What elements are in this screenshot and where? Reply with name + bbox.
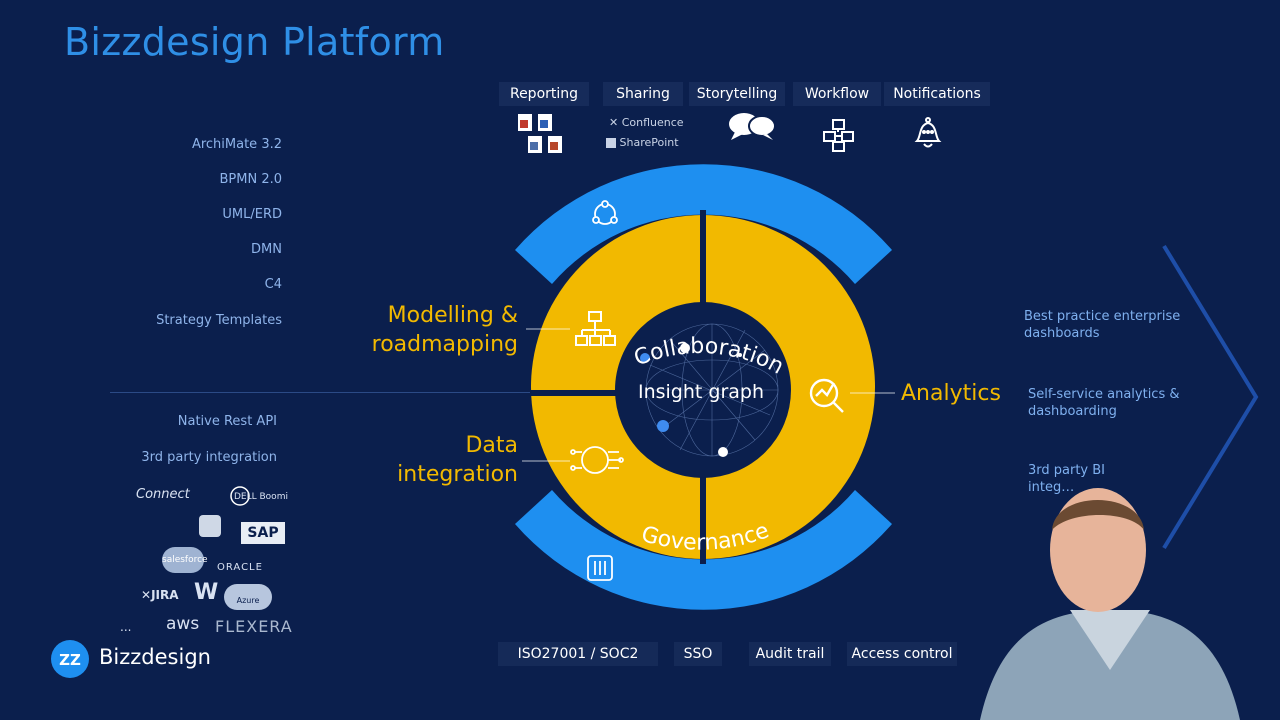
bell-icon (911, 115, 945, 155)
feature-reporting-label: Reporting (499, 82, 589, 106)
jira-logo: ✕JIRA (141, 588, 179, 602)
integration-rest-api: Native Rest API (177, 414, 277, 429)
standard-dmn: DMN (251, 242, 282, 257)
confluence-icon: ✕ (609, 116, 622, 129)
standard-archimate: ArchiMate 3.2 (191, 137, 282, 152)
dell-boomi-logo (230, 486, 250, 510)
feature-storytelling-label: Storytelling (689, 82, 785, 106)
platform-ring-diagram: Collaboration Governance Insight graph (515, 164, 895, 610)
governance-access-control: Access control (847, 642, 957, 666)
jira-icon: ✕ (141, 588, 152, 602)
analytics-icon (809, 378, 844, 413)
hierarchy-icon (575, 311, 616, 346)
connect-label: Connect (136, 487, 190, 502)
collaboration-arc (515, 164, 892, 284)
workflow-icon (822, 118, 856, 156)
analytics-third-party-bi: 3rd party BI integ… (1028, 463, 1106, 495)
page-title: Bizzdesign Platform (64, 20, 445, 64)
more-logos: ... (120, 620, 132, 634)
presenter-video (960, 470, 1260, 720)
bizzdesign-logo-icon: ZZ (50, 639, 90, 683)
flexera-logo: FLEXERA (215, 617, 293, 636)
speech-bubbles-icon (727, 110, 777, 146)
collaboration-icon (592, 200, 618, 225)
salesforce-logo: salesforce (162, 547, 208, 573)
governance-sso: SSO (674, 642, 722, 666)
standard-strategy-templates: Strategy Templates (156, 313, 282, 328)
standard-c4: C4 (264, 277, 282, 292)
feature-sharing-label: Sharing (603, 82, 683, 106)
data-integration-label: Data integration (397, 433, 518, 487)
modelling-roadmapping-label: Modelling & roadmapping (371, 303, 518, 357)
aws-logo: aws (166, 614, 200, 634)
analytics-label: Analytics (901, 381, 1001, 406)
sap-logo: SAP (241, 522, 285, 544)
standard-bpmn: BPMN 2.0 (219, 172, 282, 187)
standard-uml-erd: UML/ERD (222, 207, 282, 222)
svg-text:ZZ: ZZ (59, 651, 81, 669)
w-logo: W (194, 580, 219, 605)
section-divider (110, 392, 530, 393)
analytics-best-practice: Best practice enterprise dashboards (1024, 309, 1181, 341)
feature-notifications-label: Notifications (884, 82, 990, 106)
sharepoint-label: SharePoint (606, 136, 679, 149)
oracle-logo: ORACLE (217, 562, 263, 573)
confluence-label: ✕ Confluence (609, 116, 684, 129)
integration-third-party: 3rd party integration (141, 450, 277, 465)
azure-logo: Azure (224, 584, 272, 610)
footer-logo-text: Bizzdesign (99, 645, 211, 669)
sharepoint-icon (606, 138, 616, 148)
dell-boomi-label: DELL Boomi (234, 492, 288, 502)
insight-graph-label: Insight graph (638, 381, 764, 403)
governance-icon (587, 555, 613, 581)
chip-brain-icon (570, 446, 624, 474)
office-files-icon (516, 112, 572, 158)
chevron-right-icon (1162, 244, 1259, 550)
power-icon (199, 515, 221, 537)
analytics-self-service: Self-service analytics & dashboarding (1028, 387, 1180, 419)
governance-iso-soc2: ISO27001 / SOC2 (498, 642, 658, 666)
feature-workflow-label: Workflow (793, 82, 881, 106)
governance-audit-trail: Audit trail (749, 642, 831, 666)
